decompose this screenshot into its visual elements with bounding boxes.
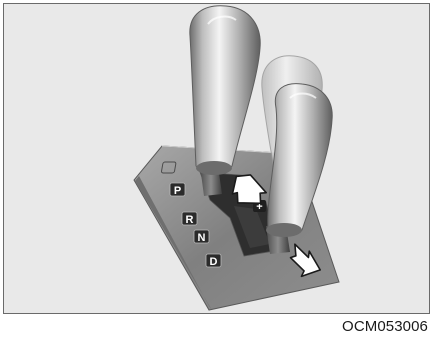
lever-front	[266, 84, 332, 254]
figure-code-label: OCM053006	[342, 318, 428, 335]
gate-key-n: N	[194, 230, 209, 244]
gate-key-r: R	[182, 212, 197, 226]
gate-letter-p: P	[174, 185, 181, 197]
figure-frame: P R N D +	[3, 3, 430, 314]
gate-key-p: P	[170, 183, 185, 197]
gate-letter-d: D	[210, 256, 218, 268]
gate-letter-n: N	[198, 232, 206, 244]
gate-key-d: D	[206, 254, 221, 268]
shift-lever-illustration: P R N D +	[4, 4, 430, 314]
gate-letter-r: R	[186, 214, 194, 226]
